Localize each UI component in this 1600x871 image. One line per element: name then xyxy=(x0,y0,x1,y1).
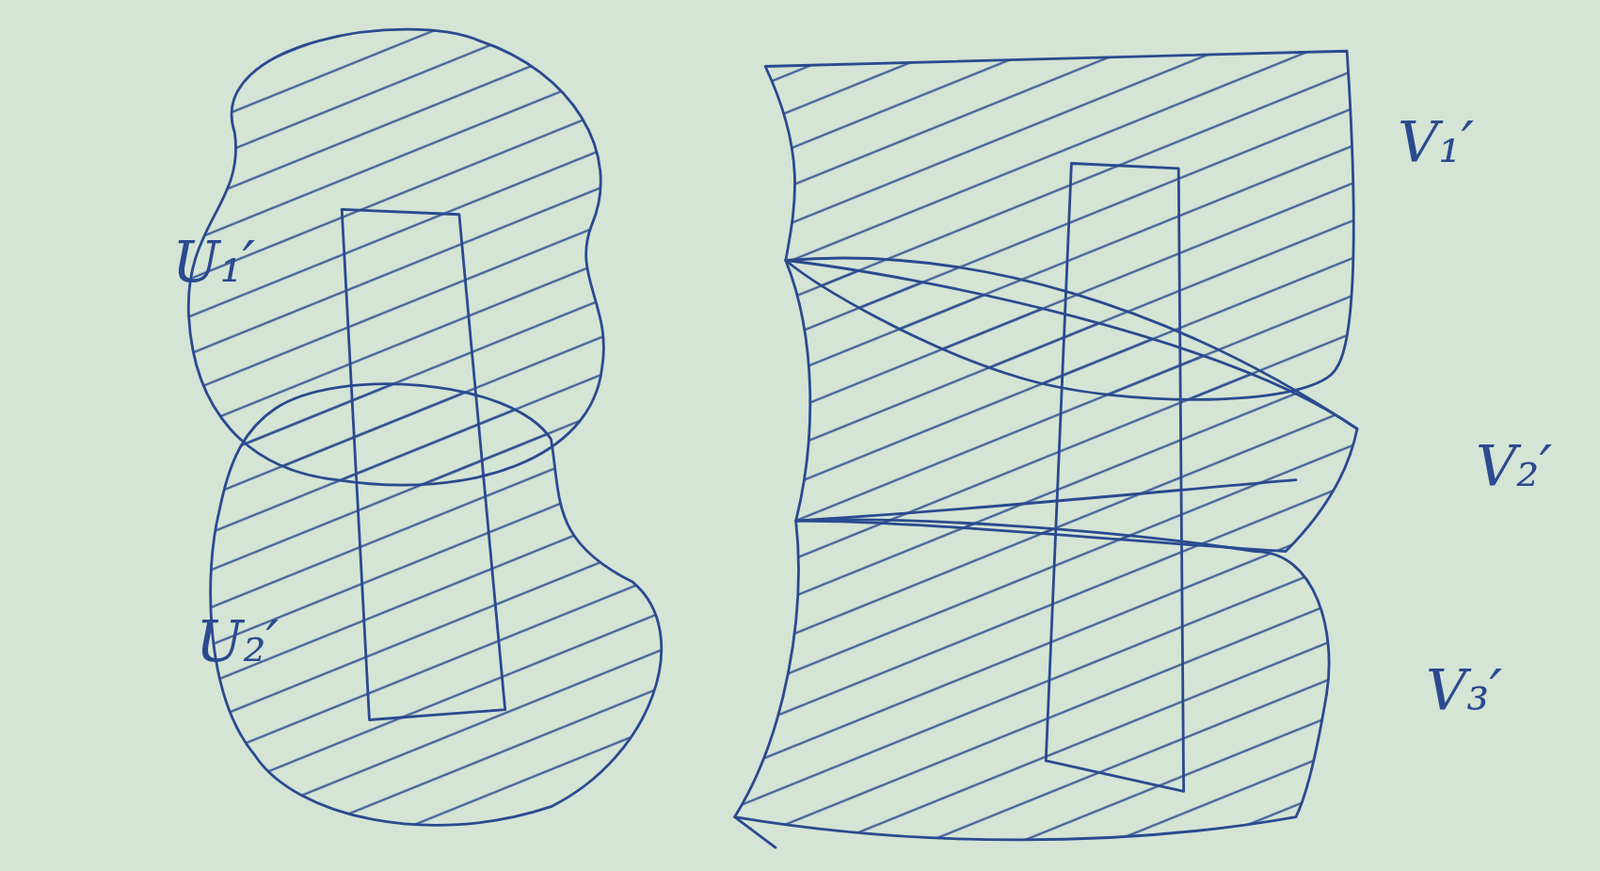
set-label: V₂′ xyxy=(1475,434,1552,497)
boundary-stroke xyxy=(785,257,1358,429)
boundary-stroke xyxy=(796,480,1296,521)
open-set-v2 xyxy=(785,260,1358,552)
set-label: U₂′ xyxy=(195,609,279,672)
set-label: V₃′ xyxy=(1425,658,1503,721)
set-label: U₁′ xyxy=(172,230,256,293)
open-set-u2 xyxy=(210,384,662,826)
set-label: V₁′ xyxy=(1397,111,1474,174)
compact-rectangle-left xyxy=(341,208,505,720)
compact-rectangle-right xyxy=(1045,163,1184,792)
boundary-stroke xyxy=(735,816,776,848)
open-set-v3 xyxy=(735,519,1329,840)
